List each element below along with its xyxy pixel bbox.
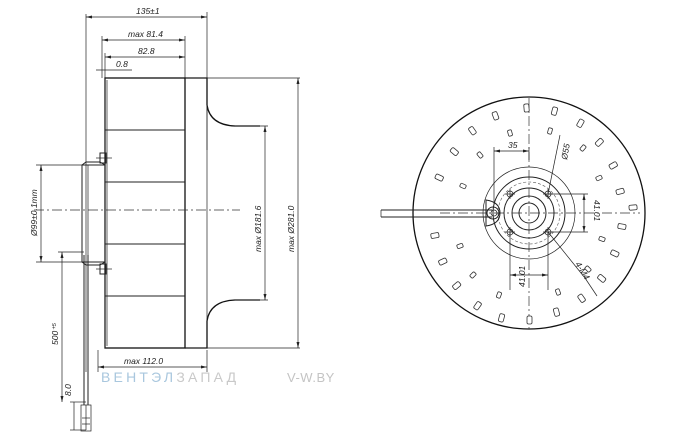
dim-front-offset: 35 bbox=[508, 140, 518, 150]
dim-hole-spacing-vertical: 41.01 bbox=[592, 200, 602, 222]
dim-motor-diameter: max Ø181.6 bbox=[253, 205, 263, 252]
front-view: 35 Ø55 41.01 41.01 4-M4 bbox=[380, 96, 646, 330]
side-view: 135±1 max 81.4 82.8 0.8 max bbox=[29, 6, 300, 432]
dim-bolt-circle: Ø55 bbox=[559, 143, 572, 162]
brand-part-2: ЗАПАД bbox=[176, 369, 240, 385]
brand-watermark: ВЕНТЭЛЗАПАД bbox=[101, 369, 239, 385]
dim-depth: 82.8 bbox=[138, 46, 155, 56]
brand-part-1: ВЕНТЭЛ bbox=[101, 369, 177, 385]
dim-bottom-width: max 112.0 bbox=[124, 356, 163, 366]
dim-cable-end: 8.0 bbox=[63, 384, 73, 396]
impeller-slots bbox=[430, 103, 638, 325]
site-watermark: V-W.BY bbox=[287, 370, 335, 385]
dim-overall-width: 135±1 bbox=[136, 6, 160, 16]
dim-hole-spacing-horizontal: 41.01 bbox=[517, 265, 527, 287]
dim-holes: 4-M4 bbox=[573, 260, 592, 282]
dim-offset: 0.8 bbox=[116, 59, 128, 69]
dim-cable-length: 500⁺⁵ bbox=[50, 322, 60, 345]
dim-shaft-diameter: Ø99±0.1mm bbox=[29, 189, 39, 237]
dim-max-depth: max 81.4 bbox=[128, 29, 163, 39]
dim-impeller-diameter: max Ø281.0 bbox=[286, 205, 296, 252]
